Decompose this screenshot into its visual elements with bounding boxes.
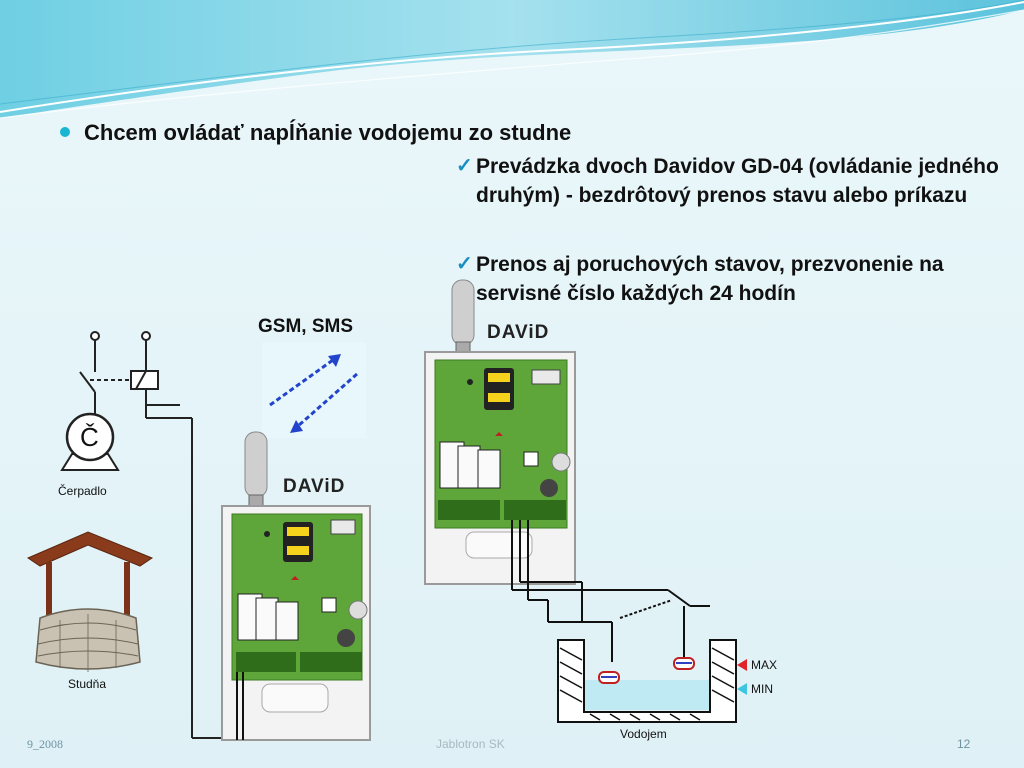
tank-label: Vodojem bbox=[620, 727, 667, 741]
sub-bullet-2-text: Prenos aj poruchových stavov, prezvoneni… bbox=[476, 253, 944, 305]
footer-date: 9_2008 bbox=[27, 737, 63, 751]
gsm-label: GSM, SMS bbox=[258, 316, 354, 337]
min-marker-icon bbox=[737, 683, 747, 695]
max-label: MAX bbox=[751, 658, 778, 672]
water-tank-icon bbox=[557, 639, 747, 723]
device-2-logo: DAViD bbox=[487, 322, 550, 343]
tank-wiring bbox=[236, 520, 710, 740]
header-wave-decoration bbox=[0, 0, 1024, 119]
page-number: 12 bbox=[957, 737, 971, 751]
well-label: Studňa bbox=[68, 677, 107, 691]
device-1-logo: DAViD bbox=[283, 476, 346, 497]
main-bullet-text: Chcem ovládať napĺňanie vodojemu zo stud… bbox=[84, 120, 572, 145]
gsm-transfer-arrows-icon bbox=[262, 342, 366, 438]
sub-bullet-1: ✓ Prevádzka dvoch Davidov GD-04 (ovládan… bbox=[456, 152, 1016, 210]
relay-switch-icon bbox=[79, 331, 248, 739]
bullet-dot-icon bbox=[60, 127, 70, 138]
footer-company: Jablotron SK bbox=[436, 737, 505, 751]
sub-bullet-2: ✓ Prenos aj poruchových stavov, prezvone… bbox=[456, 250, 1016, 308]
david-device-2 bbox=[424, 279, 576, 585]
check-icon: ✓ bbox=[456, 253, 473, 275]
min-label: MIN bbox=[751, 682, 773, 696]
max-marker-icon bbox=[737, 659, 747, 671]
wiring-diagram bbox=[26, 279, 747, 741]
pump-symbol: Č bbox=[80, 422, 99, 452]
check-icon: ✓ bbox=[456, 155, 473, 177]
well-icon bbox=[26, 531, 154, 672]
main-bullet: Chcem ovládať napĺňanie vodojemu zo stud… bbox=[60, 120, 571, 146]
sub-bullet-1-text: Prevádzka dvoch Davidov GD-04 (ovládanie… bbox=[476, 155, 999, 207]
pump-label: Čerpadlo bbox=[58, 484, 107, 498]
pump-icon bbox=[60, 412, 120, 471]
david-device-1 bbox=[221, 431, 371, 741]
